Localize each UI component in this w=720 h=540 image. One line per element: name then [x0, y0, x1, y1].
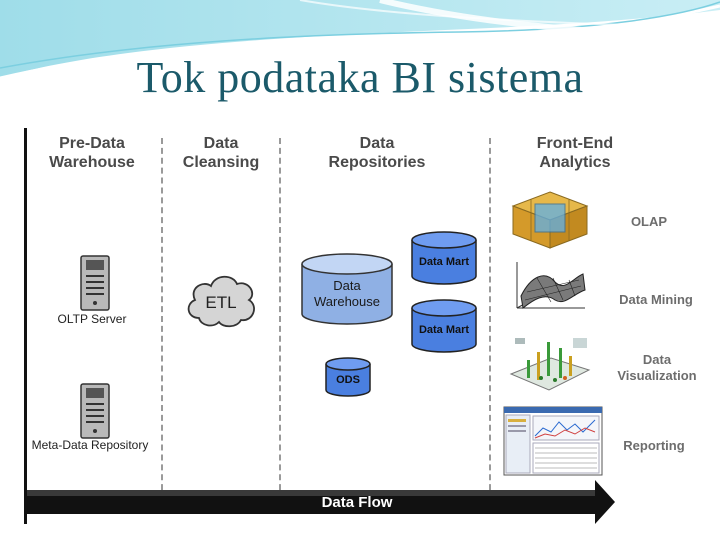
etl-label: ETL	[205, 293, 236, 312]
reporting-label: Reporting	[623, 438, 685, 453]
oltp-server-label: OLTP Server	[57, 312, 127, 326]
heading-line: Front-End Analytics	[536, 135, 614, 171]
ods-label: ODS	[336, 374, 360, 386]
data-warehouse-label: Data Warehouse	[314, 278, 380, 309]
data-mart-1-label: Data Mart	[418, 256, 470, 268]
data-warehouse-icon	[301, 253, 393, 325]
data-mart-2-label: Data Mart	[418, 324, 470, 336]
column-heading-repositories: Data Repositories	[297, 134, 457, 172]
data-visualization-label: Data Visualization	[617, 352, 697, 383]
olap-label: OLAP	[630, 214, 668, 229]
ods-icon	[325, 357, 371, 397]
data-mining-label: Data Mining	[619, 292, 693, 307]
data-flow-arrow	[27, 480, 615, 524]
olap-cube-icon	[511, 191, 589, 249]
metadata-repository-icon	[80, 383, 110, 439]
bi-flow-diagram: Pre-Data Warehouse Data Cleansing Data R…	[24, 128, 699, 524]
column-heading-pre-dw: Pre-Data Warehouse	[27, 134, 157, 172]
column-heading-analytics: Front-End Analytics	[505, 134, 645, 172]
reporting-window-icon	[503, 406, 603, 476]
data-mining-chart-icon	[516, 262, 586, 309]
separator-2	[279, 138, 281, 500]
oltp-server-icon	[80, 255, 110, 311]
separator-3	[489, 138, 491, 500]
separator-1	[161, 138, 163, 500]
heading-line: Data Cleansing	[182, 135, 260, 171]
data-mart-2-icon	[411, 299, 477, 353]
data-visualization-icon	[509, 338, 591, 391]
heading-line: Data Repositories	[328, 135, 426, 171]
slide-title: Tok podataka BI sistema	[136, 53, 584, 102]
metadata-repository-label: Meta-Data Repository	[31, 438, 149, 452]
data-flow-label: Data Flow	[321, 494, 393, 511]
etl-cloud-icon: ETL	[187, 275, 255, 328]
header-banner	[0, 0, 720, 80]
data-mart-1-icon	[411, 231, 477, 285]
column-heading-cleansing: Data Cleansing	[163, 134, 279, 172]
heading-line: Pre-Data Warehouse	[49, 135, 135, 171]
